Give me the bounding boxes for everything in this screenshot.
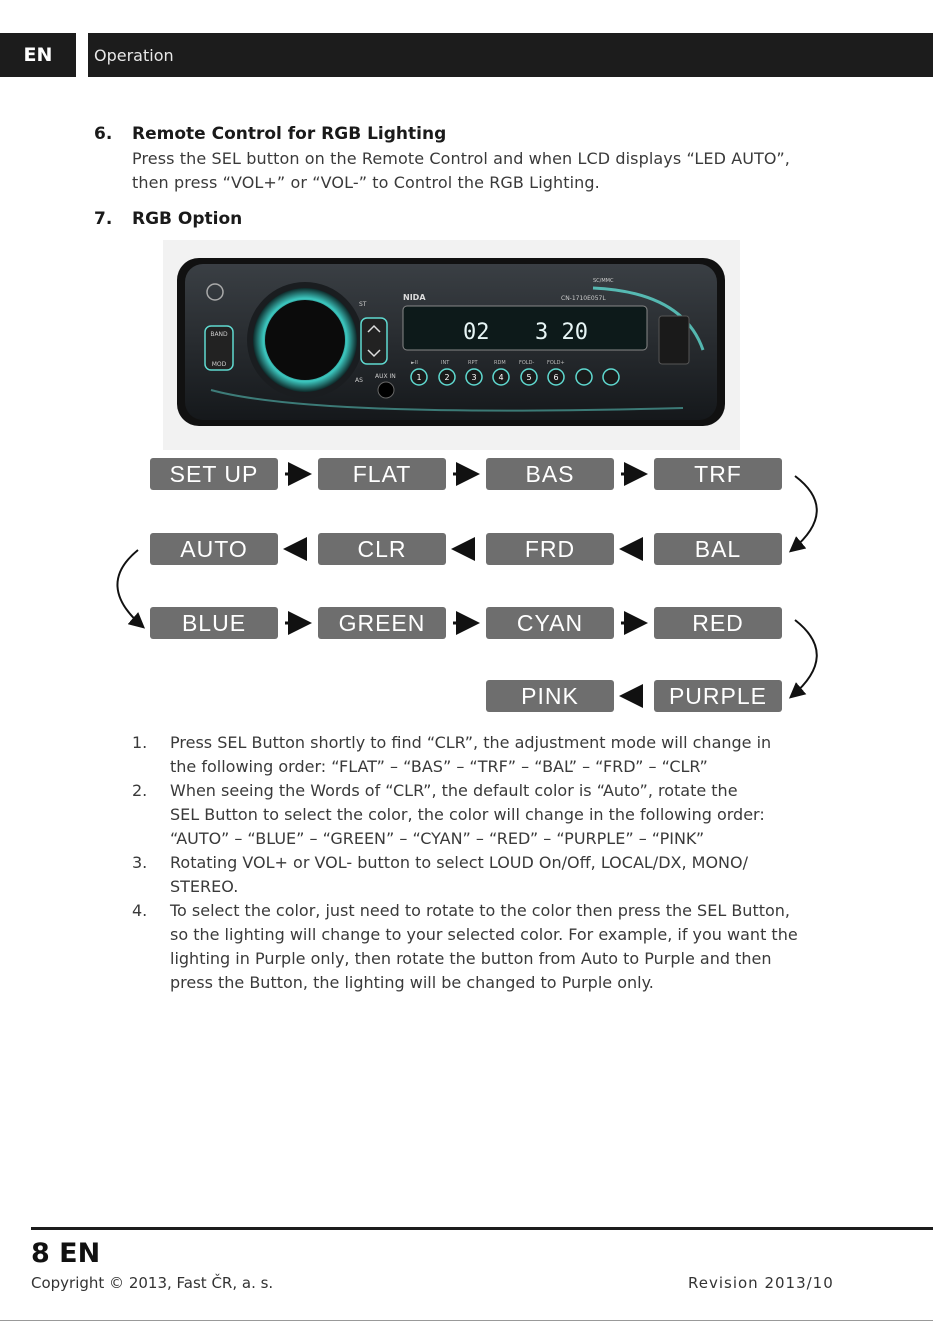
power-icon [206,283,224,301]
list-item-line: Rotating VOL+ or VOL- button to select L… [170,853,748,872]
chevron-up-icon [367,324,381,333]
lcd-display [402,305,648,351]
aux-in-jack [377,381,395,399]
band-label: BAND [210,331,228,338]
rpt-label: RPT [468,360,478,366]
flow-box-green: GREEN [318,607,446,639]
preset-button-5: 5 [526,373,531,382]
mod-label: MOD [212,361,227,368]
list-item-line: When seeing the Words of “CLR”, the defa… [170,781,738,800]
flow-box-flat: FLAT [318,458,446,490]
preset-button-1: 1 [416,373,421,382]
chevron-down-icon [367,349,381,358]
language-tab: EN [0,33,76,77]
play-pause-label: ►II [411,360,418,366]
flow-box-red: RED [654,607,782,639]
list-number: 1. [132,733,148,752]
section-7-title: RGB Option [132,209,243,229]
flow-arrows [116,462,818,708]
list-number: 2. [132,781,148,800]
flow-box-frd: FRD [486,533,614,565]
section-6-body-line: then press “VOL+” or “VOL-” to Control t… [132,173,600,192]
revision-text: Revision 2013/10 [688,1274,834,1292]
flow-box-bal: BAL [654,533,782,565]
list-item-line: press the Button, the lighting will be c… [170,973,654,992]
flow-box-setup: SET UP [150,458,278,490]
list-item-line: STEREO. [170,877,239,896]
list-item-line: To select the color, just need to rotate… [170,901,790,920]
rdm-label: RDM [494,360,506,366]
flow-box-purple: PURPLE [654,680,782,712]
list-item-line: SEL Button to select the color, the colo… [170,805,765,824]
band-mod-button [204,325,234,371]
section-6-body-line: Press the SEL button on the Remote Contr… [132,149,790,168]
bottom-divider [0,1320,933,1321]
flow-box-cyan: CYAN [486,607,614,639]
flow-box-bas: BAS [486,458,614,490]
list-item-line: the following order: “FLAT” – “BAS” – “T… [170,757,708,776]
lcd-left-text: 02 [463,320,490,345]
flow-box-clr: CLR [318,533,446,565]
copyright-text: Copyright © 2013, Fast ČR, a. s. [31,1274,274,1292]
flow-box-pink: PINK [486,680,614,712]
int-label: INT [441,360,450,366]
st-label: ST [359,301,367,308]
list-item-line: Press SEL Button shortly to find “CLR”, … [170,733,772,752]
lcd-right-text: 3 20 [535,320,588,345]
flow-box-trf: TRF [654,458,782,490]
section-header: Operation [88,33,933,77]
preset-button-2: 2 [444,373,449,382]
section-6-title: Remote Control for RGB Lighting [132,124,447,144]
as-label: AS [355,377,363,384]
section-7-number: 7. [94,209,113,229]
aux-label: AUX IN [375,373,396,380]
list-item-line: lighting in Purple only, then rotate the… [170,949,772,968]
preset-button-3: 3 [471,373,476,382]
list-item-line: so the lighting will change to your sele… [170,925,798,944]
usb-cover [658,315,690,365]
fold-minus-label: FOLD- [519,360,534,366]
preset-button-4: 4 [498,373,503,382]
footer-divider [31,1227,933,1230]
fold-plus-label: FOLD+ [547,360,565,366]
preset-button-6: 6 [553,373,558,382]
seek-buttons [360,317,388,365]
list-item-line: “AUTO” – “BLUE” – “GREEN” – “CYAN” – “RE… [170,829,705,848]
section-6-number: 6. [94,124,113,144]
flow-box-blue: BLUE [150,607,278,639]
page-number: 8 EN [31,1238,101,1269]
section-header-label: Operation [94,45,174,65]
slot-label: SC/MMC [593,278,614,284]
flow-box-auto: AUTO [150,533,278,565]
model-label: CN-1710E057L [561,295,606,302]
brand-logo: NIDA [403,293,426,302]
list-number: 3. [132,853,148,872]
list-number: 4. [132,901,148,920]
car-stereo-image: BAND MOD ST AS AUX IN NIDA CN-1710E057L … [163,240,740,450]
